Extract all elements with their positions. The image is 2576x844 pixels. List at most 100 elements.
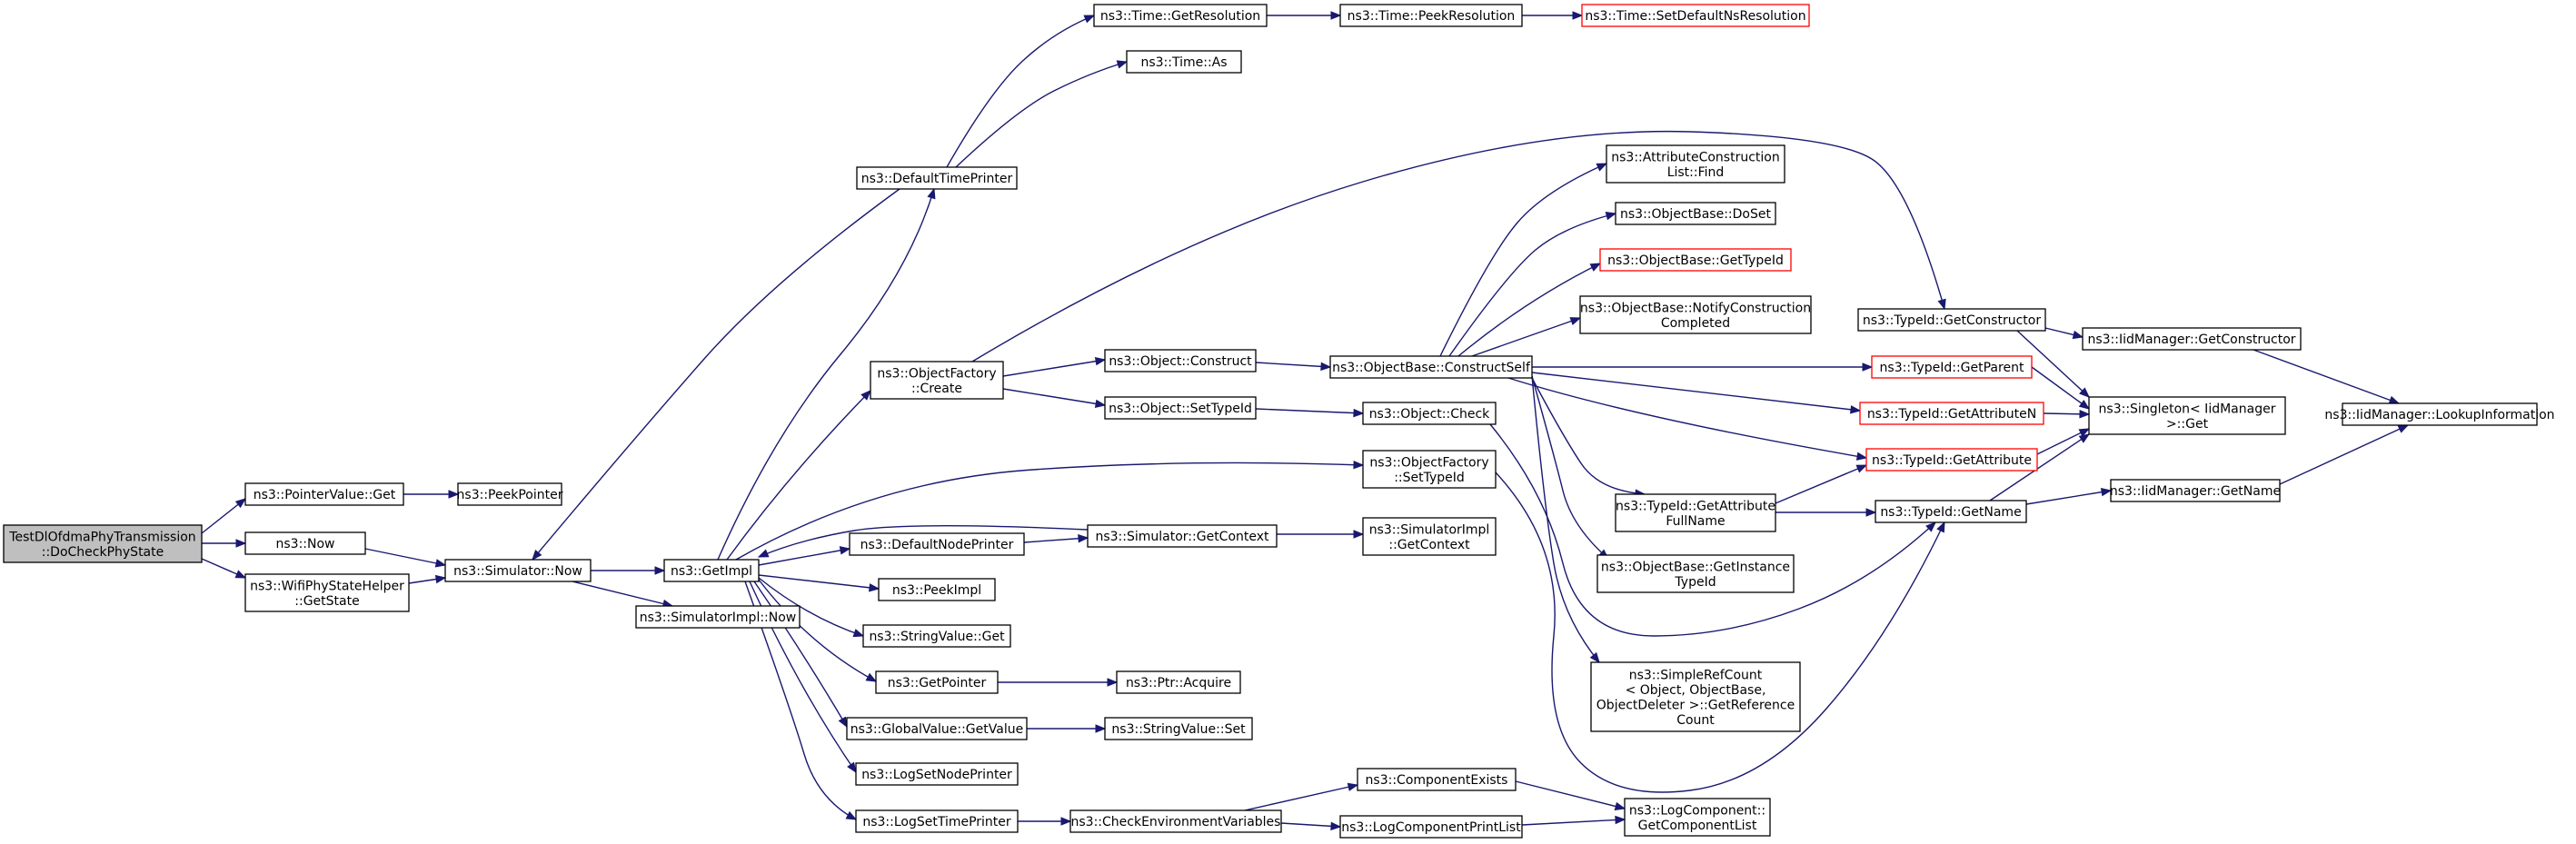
arrowhead: [1615, 815, 1626, 825]
node-objconstruct[interactable]: ns3::Object::Construct: [1104, 349, 1257, 372]
node-root[interactable]: TestDlOfdmaPhyTransmission::DoCheckPhySt…: [3, 524, 203, 563]
node-getres[interactable]: ns3::Time::GetResolution: [1093, 4, 1268, 27]
node-tidgetctor[interactable]: ns3::TypeId::GetConstructor: [1857, 308, 2046, 332]
node-box: [1093, 4, 1268, 27]
node-tidgetattrn[interactable]: ns3::TypeId::GetAttributeN: [1859, 402, 2044, 425]
node-iidgetctor[interactable]: ns3::IidManager::GetConstructor: [2082, 327, 2302, 351]
node-label-line: ns3::PeekImpl: [892, 583, 981, 598]
arrowhead: [2079, 387, 2090, 398]
node-gvgetvalue[interactable]: ns3::GlobalValue::GetValue: [846, 717, 1028, 740]
node-ofcreate[interactable]: ns3::ObjectFactory::Create: [870, 361, 1004, 400]
edge-line: [717, 188, 935, 561]
node-ptracquire[interactable]: ns3::Ptr::Acquire: [1116, 670, 1241, 694]
arrowhead: [1060, 817, 1072, 826]
arrowhead: [2078, 428, 2091, 437]
node-iidgetname[interactable]: ns3::IidManager::GetName: [2110, 479, 2281, 502]
node-logcompprint[interactable]: ns3::LogComponentPrintList: [1339, 815, 1523, 839]
node-obgettypeid[interactable]: ns3::ObjectBase::GetTypeId: [1599, 248, 1792, 272]
edge-getimpl-to-gvgetvalue: [753, 581, 848, 729]
edge-deftimeprinter-to-timeas: [955, 60, 1129, 168]
node-now[interactable]: ns3::Now: [244, 531, 366, 555]
node-box: [1624, 798, 1771, 837]
edge-ofsettypeid-to-tidgetname: [1495, 472, 1945, 793]
node-objcheck[interactable]: ns3::Object::Check: [1362, 402, 1497, 425]
node-logsetnode[interactable]: ns3::LogSetNodePrinter: [855, 762, 1019, 786]
node-getimpl[interactable]: ns3::GetImpl: [663, 559, 760, 582]
node-simgetctx[interactable]: ns3::Simulator::GetContext: [1087, 524, 1278, 548]
node-box: [1875, 500, 2027, 523]
node-simimplgetctx[interactable]: ns3::SimulatorImpl::GetContext: [1362, 517, 1497, 556]
node-simimplnow[interactable]: ns3::SimulatorImpl::Now: [635, 605, 801, 629]
edge-line: [1255, 408, 1364, 414]
node-box: [1362, 517, 1497, 556]
edge-line: [1471, 317, 1581, 357]
node-strvalget[interactable]: ns3::StringValue::Get: [862, 624, 1011, 648]
node-box: [663, 559, 760, 582]
node-peekptr[interactable]: ns3::PeekPointer: [457, 482, 563, 506]
node-timeas[interactable]: ns3::Time::As: [1126, 50, 1242, 74]
node-singletonget[interactable]: ns3::Singleton< IidManager>::Get: [2088, 396, 2286, 435]
node-setdefres[interactable]: ns3::Time::SetDefaultNsResolution: [1581, 4, 1810, 27]
edge-line: [726, 390, 871, 561]
node-box: [1104, 349, 1257, 372]
node-label-line: ns3::WifiPhyStateHelper: [250, 579, 404, 593]
node-box: [1606, 144, 1785, 184]
edge-constructself-to-simplerefcount: [1531, 375, 1600, 664]
edge-defnodeprinter-to-simgetctx: [1023, 533, 1089, 543]
node-objsettypeid[interactable]: ns3::Object::SetTypeId: [1104, 396, 1257, 420]
node-label-line: ::SetTypeId: [1394, 471, 1465, 485]
node-ofsettypeid[interactable]: ns3::ObjectFactory::SetTypeId: [1362, 450, 1497, 489]
node-pvget[interactable]: ns3::PointerValue::Get: [244, 482, 404, 506]
node-label-line: ::DoCheckPhyState: [42, 545, 164, 560]
node-obdoset[interactable]: ns3::ObjectBase::DoSet: [1615, 202, 1776, 225]
node-logsettime[interactable]: ns3::LogSetTimePrinter: [855, 809, 1019, 833]
node-box: [1596, 554, 1795, 593]
node-label-line: ns3::TypeId::GetAttribute: [1616, 499, 1775, 513]
node-box: [1871, 355, 2033, 379]
edge-line: [364, 548, 446, 566]
edge-line: [572, 581, 673, 607]
edge-ofcreate-to-objconstruct: [1002, 356, 1107, 377]
edge-getimpl-to-ofcreate: [726, 390, 871, 561]
arrowhead: [1614, 801, 1626, 811]
node-logcompgetlist[interactable]: ns3::LogComponent::GetComponentList: [1624, 798, 1771, 837]
node-label-line: ns3::Singleton< IidManager: [2099, 402, 2276, 416]
edge-tidgetattr-to-singletonget: [2036, 428, 2091, 455]
node-simplerefcount[interactable]: ns3::SimpleRefCount< Object, ObjectBase,…: [1590, 661, 1801, 732]
arrowhead: [434, 574, 447, 584]
node-constructself[interactable]: ns3::ObjectBase::ConstructSelf: [1329, 355, 1533, 379]
edge-logsettime-to-checkenv: [1018, 817, 1072, 826]
node-box: [855, 809, 1019, 833]
node-box: [1579, 295, 1812, 334]
node-box: [1339, 815, 1523, 839]
node-defnodeprinter[interactable]: ns3::DefaultNodePrinter: [849, 532, 1025, 556]
node-tidgetattr[interactable]: ns3::TypeId::GetAttribute: [1865, 448, 2038, 472]
arrowhead: [1353, 530, 1365, 539]
node-strvalset[interactable]: ns3::StringValue::Set: [1104, 717, 1253, 740]
arrowhead: [2397, 424, 2410, 433]
edge-tidgetattrfull-to-tidgetattr: [1775, 464, 1868, 504]
node-peekres[interactable]: ns3::Time::PeekResolution: [1339, 4, 1523, 27]
node-deftimeprinter[interactable]: ns3::DefaultTimePrinter: [856, 166, 1018, 190]
node-iidlookup[interactable]: ns3::IidManager::LookupInformation: [2324, 402, 2555, 426]
node-tidgetparent[interactable]: ns3::TypeId::GetParent: [1871, 355, 2033, 379]
edge-tidgetname-to-iidgetname: [2025, 487, 2113, 505]
node-label-line: ns3::StringValue::Set: [1111, 722, 1246, 737]
node-simnow[interactable]: ns3::Simulator::Now: [444, 559, 592, 582]
edge-simnow-to-simimplnow: [572, 581, 674, 609]
node-wifistate[interactable]: ns3::WifiPhyStateHelper::GetState: [244, 573, 410, 612]
arrowhead: [1850, 405, 1862, 414]
node-peekimpl[interactable]: ns3::PeekImpl: [878, 578, 996, 601]
node-box: [1357, 768, 1517, 791]
node-label-line: ns3::ObjectFactory: [1369, 455, 1488, 470]
node-getpointer[interactable]: ns3::GetPointer: [875, 670, 999, 694]
node-tidgetname[interactable]: ns3::TypeId::GetName: [1875, 500, 2027, 523]
node-obnotify[interactable]: ns3::ObjectBase::NotifyConstructionCompl…: [1579, 295, 1812, 334]
arrowhead: [235, 539, 247, 548]
node-checkenv[interactable]: ns3::CheckEnvironmentVariables: [1069, 809, 1282, 833]
edge-simgetctx-to-simimplgetctx: [1277, 530, 1365, 539]
node-compexists[interactable]: ns3::ComponentExists: [1357, 768, 1517, 791]
